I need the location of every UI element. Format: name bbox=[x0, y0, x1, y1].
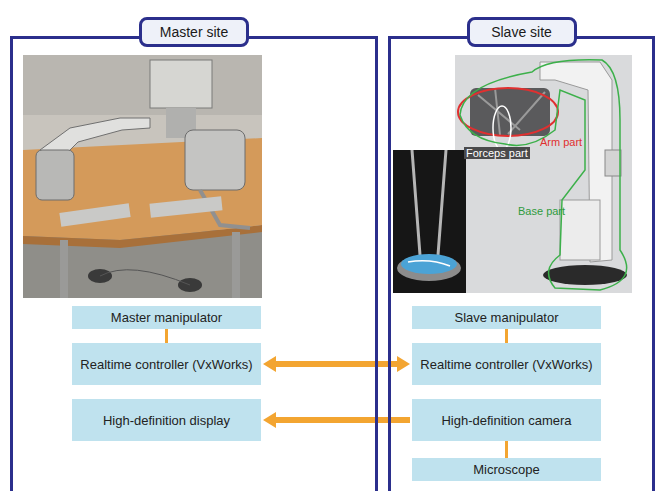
inset-photo bbox=[393, 150, 466, 293]
component-box: Slave manipulator bbox=[412, 306, 601, 329]
component-box: Microscope bbox=[412, 458, 601, 481]
signal-arrow bbox=[506, 329, 507, 343]
signal-arrow bbox=[506, 441, 507, 458]
part-label: Base part bbox=[518, 205, 565, 217]
slave-photo bbox=[455, 55, 632, 293]
component-box: High-definition camera bbox=[412, 399, 601, 441]
component-box: Realtime controller (VxWorks) bbox=[72, 343, 261, 385]
panel-heading: Master site bbox=[139, 17, 249, 47]
box-text: Slave manipulator bbox=[454, 310, 558, 325]
site-panel: Master siteMaster manipulatorRealtime co… bbox=[10, 36, 378, 491]
box-text: Master manipulator bbox=[111, 310, 222, 325]
box-text: Realtime controller (VxWorks) bbox=[420, 357, 592, 372]
site-panel: Slave siteSlave manipulatorRealtime cont… bbox=[388, 36, 655, 491]
part-label: Arm part bbox=[540, 136, 582, 148]
component-box: Master manipulator bbox=[72, 306, 261, 329]
box-text: Realtime controller (VxWorks) bbox=[80, 357, 252, 372]
box-text: High-definition display bbox=[103, 413, 230, 428]
signal-arrow bbox=[166, 329, 167, 343]
component-box: Realtime controller (VxWorks) bbox=[412, 343, 601, 385]
component-box: High-definition display bbox=[72, 399, 261, 441]
master-photo bbox=[23, 55, 262, 298]
panel-heading: Slave site bbox=[467, 17, 577, 47]
box-text: Microscope bbox=[473, 462, 539, 477]
box-text: High-definition camera bbox=[441, 413, 571, 428]
part-label: Forceps part bbox=[464, 147, 530, 159]
